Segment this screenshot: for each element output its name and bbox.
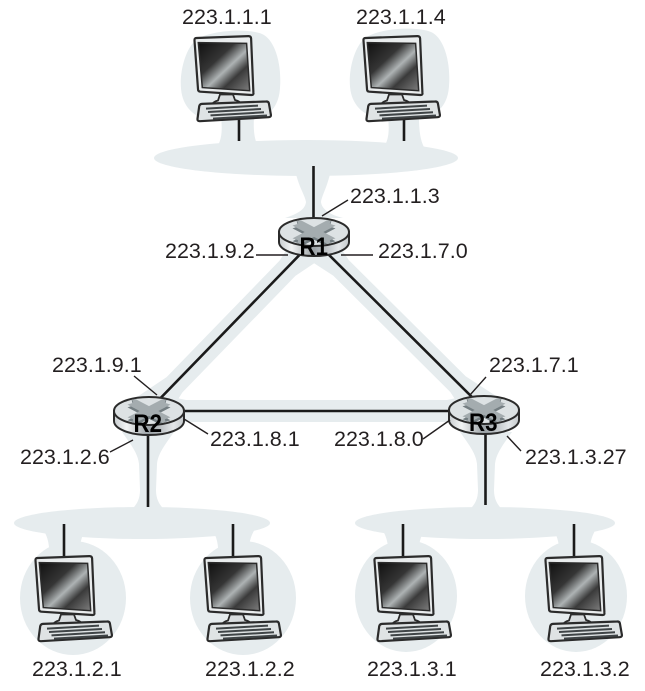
svg-text:223.1.2.2: 223.1.2.2	[205, 657, 295, 681]
svg-text:R2: R2	[134, 410, 163, 438]
svg-text:223.1.1.3: 223.1.1.3	[350, 184, 440, 208]
svg-text:223.1.1.4: 223.1.1.4	[356, 5, 446, 29]
svg-text:223.1.2.6: 223.1.2.6	[20, 445, 110, 469]
svg-text:223.1.3.27: 223.1.3.27	[525, 445, 627, 469]
svg-text:223.1.2.1: 223.1.2.1	[32, 657, 122, 681]
svg-text:R1: R1	[300, 233, 329, 261]
svg-text:223.1.9.2: 223.1.9.2	[165, 239, 255, 263]
svg-text:223.1.7.0: 223.1.7.0	[378, 239, 468, 263]
svg-text:223.1.8.0: 223.1.8.0	[334, 427, 424, 451]
svg-text:223.1.9.1: 223.1.9.1	[52, 353, 142, 377]
svg-text:223.1.3.2: 223.1.3.2	[540, 657, 630, 681]
svg-text:223.1.1.1: 223.1.1.1	[182, 5, 272, 29]
svg-text:223.1.8.1: 223.1.8.1	[210, 427, 300, 451]
svg-text:R3: R3	[469, 409, 498, 437]
svg-text:223.1.7.1: 223.1.7.1	[489, 353, 579, 377]
svg-text:223.1.3.1: 223.1.3.1	[367, 657, 457, 681]
